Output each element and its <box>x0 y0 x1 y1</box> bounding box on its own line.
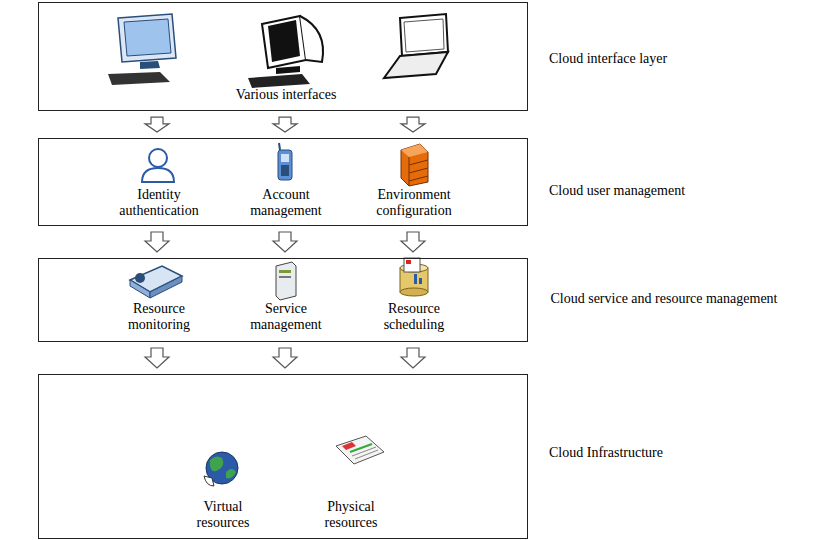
layer-box: Resource monitoring Service management Res… <box>38 258 528 342</box>
component-label: Resource scheduling <box>362 301 466 333</box>
firewall-icon <box>401 144 428 186</box>
projector-icon <box>130 266 182 298</box>
component-label: Service management <box>238 301 334 333</box>
block-arrow <box>273 232 297 252</box>
layer-name: Cloud user management <box>549 183 799 199</box>
person-icon <box>142 149 174 182</box>
component-label: Various interfaces <box>186 87 386 103</box>
database-icon <box>400 258 428 296</box>
block-arrow <box>401 117 425 132</box>
block-arrow <box>145 348 169 368</box>
component-label: Resource monitoring <box>107 301 211 333</box>
component-label: Environment configuration <box>362 187 466 219</box>
layer-box: Various interfacesCloud interface layer <box>38 2 528 111</box>
globe-icon <box>204 452 238 486</box>
layer-name: Cloud Infrastructure <box>549 445 799 461</box>
document-icon <box>336 436 384 464</box>
server-icon <box>276 262 296 300</box>
block-arrow <box>401 232 425 252</box>
monitor-icon <box>108 14 176 85</box>
component-label: Account management <box>238 187 334 219</box>
block-arrow <box>401 348 425 368</box>
component-label: Identity authentication <box>107 187 211 219</box>
phone-icon <box>278 143 292 180</box>
layer-name: Cloud interface layer <box>549 51 799 67</box>
desktop-icon <box>248 16 323 88</box>
block-arrow <box>145 232 169 252</box>
layer-name: Cloud service and resource management <box>549 291 779 307</box>
block-arrow <box>145 117 169 132</box>
block-arrow <box>273 348 297 368</box>
laptop-icon <box>384 14 448 78</box>
layer-box: Identity authentication Account managemen… <box>38 138 528 226</box>
component-label: Virtual resources <box>178 499 268 531</box>
block-arrow <box>273 117 297 132</box>
component-label: Physical resources <box>306 499 396 531</box>
layer-box: Virtual resourcesPhysical resourcesCloud… <box>38 374 528 539</box>
